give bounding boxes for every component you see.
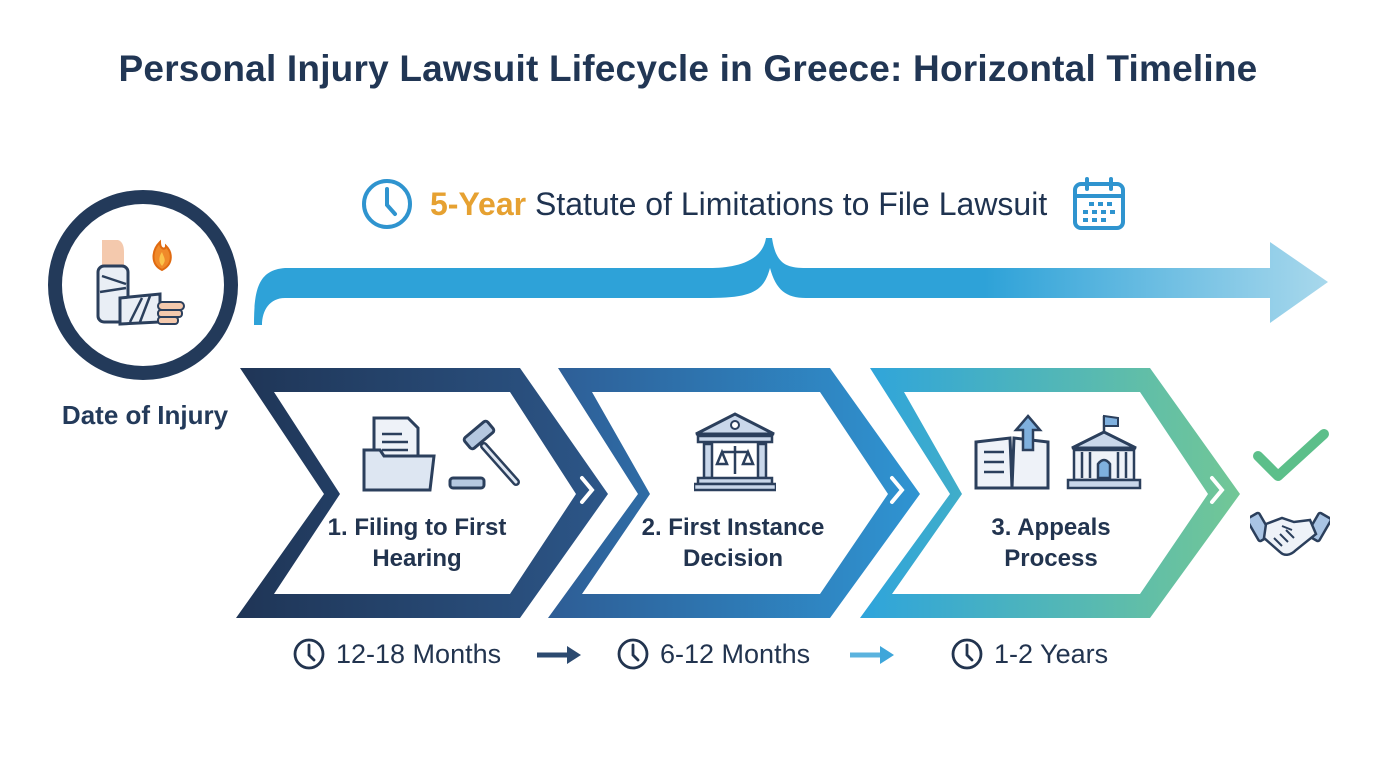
injured-arm-icon [96,239,185,326]
checkmark-icon [1253,429,1329,481]
document-folder-icon [362,416,436,492]
handshake-icon [1250,511,1330,556]
statute-text: 5-Year Statute of Limitations to File La… [430,186,1047,223]
courthouse-scales-icon [694,412,776,492]
stage-1-duration: 12-18 Months [292,636,501,672]
clock-icon [951,638,983,670]
stage-3-label: 3. Appeals Process [991,514,1111,572]
stage-3-icons [974,414,1142,490]
gavel-icon [448,419,520,490]
clock-icon [617,638,649,670]
date-of-injury-label: Date of Injury [61,400,229,430]
open-book-upload-icon [974,414,1050,490]
stage-2-duration: 6-12 Months [616,636,810,672]
courthouse-flag-icon [1066,414,1142,490]
stage-2-label: 2. First Instance Decision [641,514,825,572]
calendar-icon [1073,177,1126,230]
statute-brace-arrow [254,238,1328,325]
clock-icon [362,179,412,229]
statute-highlight: 5-Year [430,185,527,222]
page-title: Personal Injury Lawsuit Lifecycle in Gre… [118,48,1258,89]
stage-1-icons [362,416,520,492]
stage-chevrons [236,368,1240,618]
clock-icon [293,638,325,670]
stage-1-label: 1. Filing to First Hearing [327,514,507,572]
stage-3-duration: 1-2 Years [950,636,1108,672]
arrow-right-icon [850,646,894,664]
arrow-right-icon [537,646,581,664]
statute-description: Statute of Limitations to File Lawsuit [534,185,1048,222]
statute-banner: 5-Year Statute of Limitations to File La… [360,176,1127,232]
